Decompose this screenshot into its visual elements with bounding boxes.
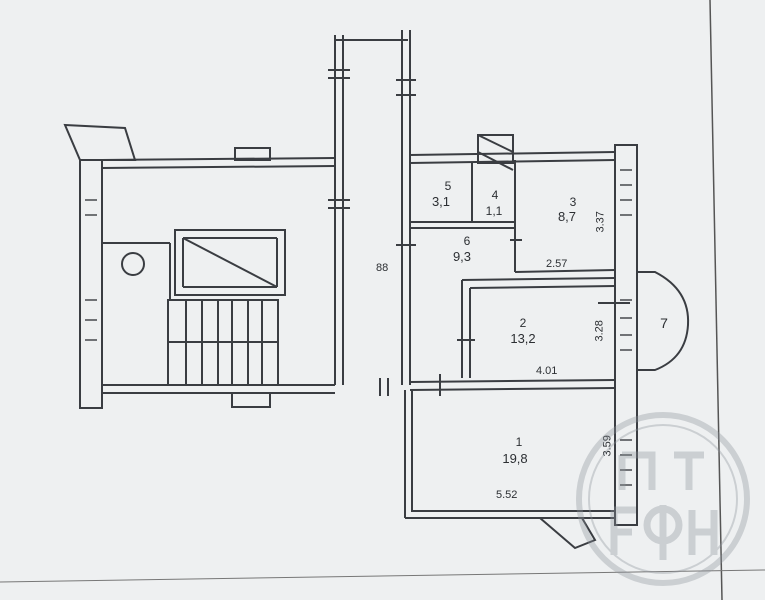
room-1-width: 5.52	[496, 489, 518, 501]
stair-column	[121, 252, 145, 276]
room-6-area: 9,3	[452, 249, 472, 264]
right-outer-wall	[614, 144, 638, 526]
vent-box	[477, 134, 514, 164]
room-3-area: 8,7	[557, 209, 577, 224]
room-4-area: 1,1	[485, 204, 503, 218]
room-2-height: 3.28	[593, 320, 606, 342]
room-3-number: 3	[569, 195, 577, 209]
room-5-number: 5	[444, 179, 452, 193]
page-border-bottom	[0, 569, 765, 583]
bottom-bay	[537, 517, 597, 550]
room-1-number: 1	[515, 435, 523, 449]
balcony	[637, 271, 690, 371]
elevator-shaft	[174, 229, 286, 296]
room-2-width: 4.01	[536, 365, 558, 377]
room-3-width: 2.57	[546, 258, 568, 270]
room-5-area: 3,1	[431, 194, 451, 209]
room-4-number: 4	[491, 188, 499, 202]
room-2-area: 13,2	[510, 331, 536, 346]
room-2-number: 2	[519, 316, 527, 330]
chimney	[63, 123, 137, 161]
window-marks	[85, 169, 632, 486]
walls	[63, 30, 690, 550]
room-7-number: 7	[660, 315, 668, 331]
room-6-number: 6	[463, 234, 471, 248]
left-outer-wall	[79, 159, 103, 409]
corridor-dimension: 88	[376, 262, 389, 274]
room-3-height: 3.37	[594, 211, 607, 233]
page-border-right	[709, 0, 723, 600]
agency-seal-watermark	[576, 412, 750, 586]
room-1-area: 19,8	[502, 451, 528, 466]
